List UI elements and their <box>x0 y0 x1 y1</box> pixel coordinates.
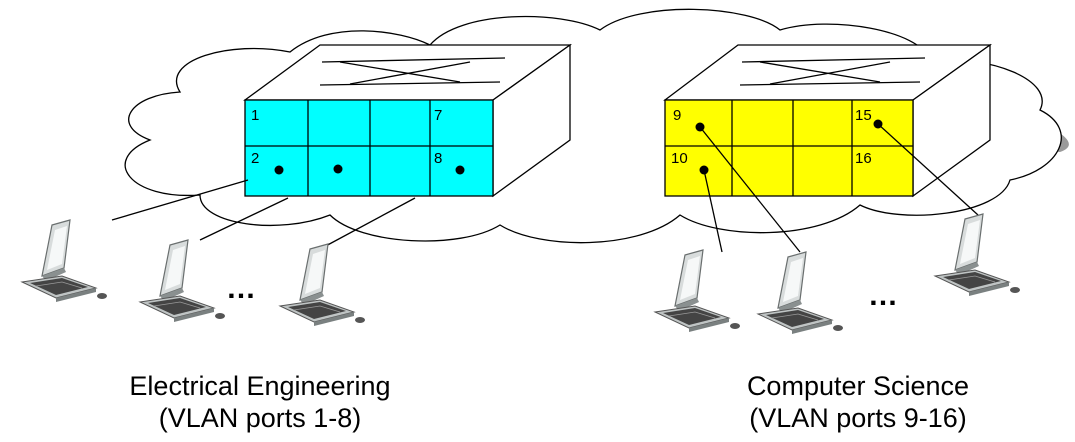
port-label: 10 <box>671 150 688 167</box>
cable <box>699 126 801 253</box>
switch-icon: 9 15 10 16 <box>663 43 993 198</box>
port-label: 8 <box>434 150 442 167</box>
desktop-computer-icon <box>654 249 741 333</box>
group-name: Electrical Engineering <box>129 371 391 401</box>
port-connection-dot <box>274 165 284 175</box>
port-label: 9 <box>673 107 681 124</box>
group-subtitle: (VLAN ports 9-16) <box>749 403 967 433</box>
desktop-computer-icon <box>139 239 226 323</box>
group-name: Computer Science <box>746 371 970 401</box>
ellipsis: … <box>868 279 900 312</box>
port-connection-dot <box>455 165 465 175</box>
port-label: 16 <box>855 150 872 167</box>
port-panel <box>664 99 914 197</box>
switch-icon: 1 7 2 8 <box>243 43 573 198</box>
desktop-computer-icon <box>21 219 108 303</box>
cable <box>199 197 289 241</box>
port-label: 15 <box>855 107 872 124</box>
port-panel <box>244 99 494 197</box>
port-label: 7 <box>434 107 442 124</box>
group-caption-ee: Electrical Engineering (VLAN ports 1-8) <box>50 370 470 434</box>
desktop-computer-icon <box>757 251 844 335</box>
port-connection-dot <box>333 164 343 174</box>
cable <box>703 169 723 253</box>
port-label: 1 <box>251 107 259 124</box>
desktop-computer-icon <box>279 243 366 327</box>
cable <box>877 123 979 216</box>
group-caption-cs: Computer Science (VLAN ports 9-16) <box>648 370 1068 434</box>
ellipsis: … <box>226 272 258 305</box>
group-subtitle: (VLAN ports 1-8) <box>158 403 362 433</box>
desktop-computer-icon <box>934 213 1021 297</box>
port-label: 2 <box>251 150 259 167</box>
cable <box>321 197 416 249</box>
cable <box>111 179 249 221</box>
